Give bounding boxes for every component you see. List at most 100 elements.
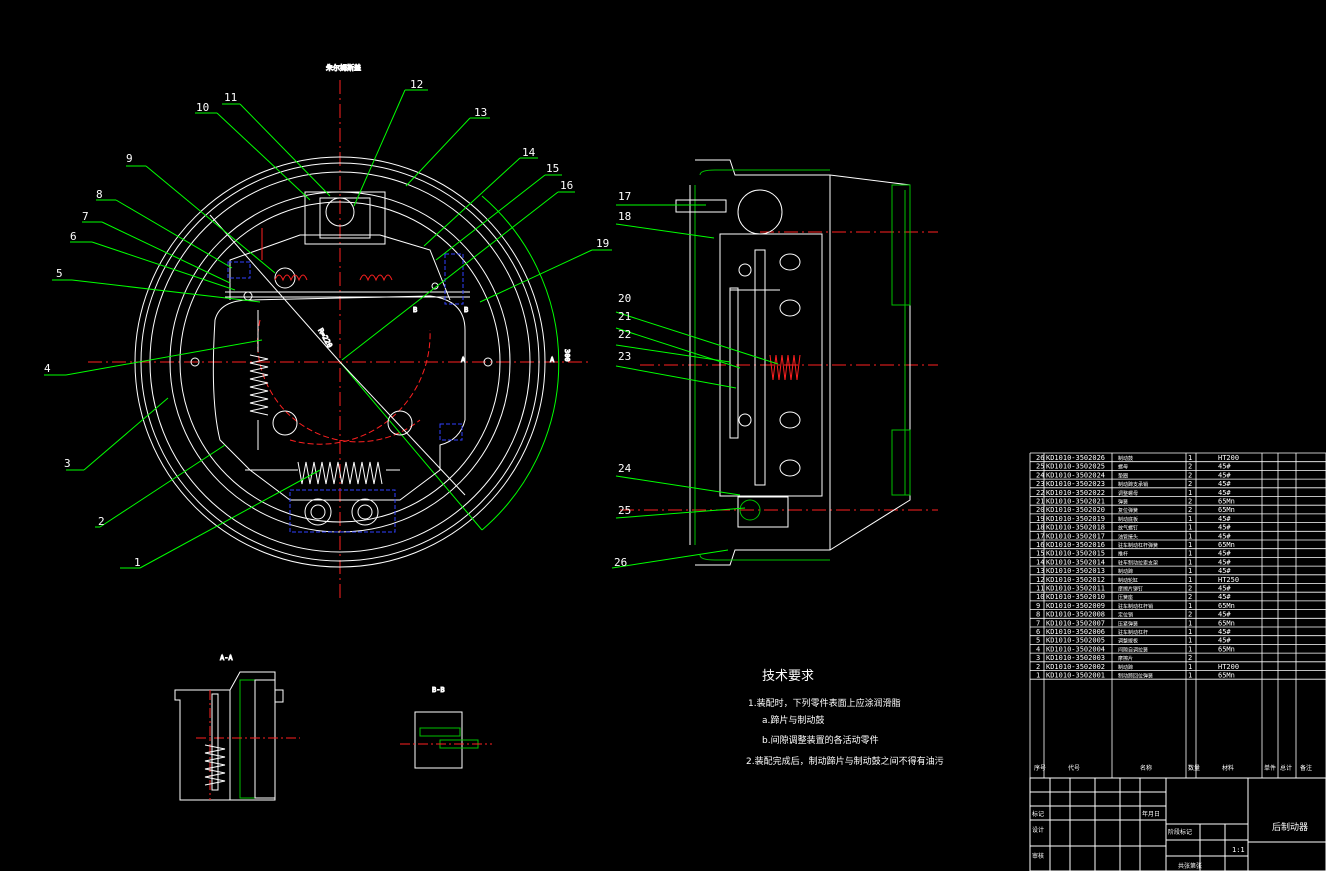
callout-20: 20	[618, 292, 631, 305]
callout-19: 19	[596, 237, 609, 250]
callout-22: 22	[618, 328, 631, 341]
callout-4: 4	[44, 362, 51, 375]
parts-cell: 1	[1188, 489, 1192, 497]
section-bb-title: B-B	[432, 686, 445, 694]
parts-cell: 65Mn	[1218, 645, 1235, 653]
parts-cell: KD1010-3502024	[1046, 471, 1105, 479]
parts-cell: 1	[1188, 524, 1192, 532]
callout-10: 10	[196, 101, 209, 114]
parts-cell: 2	[1188, 585, 1192, 593]
parts-cell: 13	[1036, 567, 1044, 575]
parts-header-cell: 总计	[1280, 764, 1292, 772]
parts-cell: 1	[1188, 550, 1192, 558]
tb-label-9: 阶段标记	[1168, 828, 1192, 836]
parts-cell: 18	[1036, 524, 1044, 532]
callout-8: 8	[96, 188, 103, 201]
callout-12: 12	[410, 78, 423, 91]
tb-label-6: 年月日	[1142, 810, 1160, 818]
parts-cell: 1	[1188, 663, 1192, 671]
callout-26: 26	[614, 556, 627, 569]
section-aa-title: A-A	[220, 654, 233, 662]
parts-cell: 21	[1036, 498, 1044, 506]
side-view-callouts	[611, 204, 779, 569]
callout-17: 17	[618, 190, 631, 203]
parts-cell: 1	[1188, 541, 1192, 549]
parts-cell: 9	[1036, 602, 1040, 610]
parts-cell: 6	[1036, 628, 1040, 636]
callout-1: 1	[134, 556, 141, 569]
parts-cell: 制动蹄回位弹簧	[1118, 673, 1153, 680]
tech-requirements: 技术要求 1.装配时，下列零件表面上应涂润滑脂 a.蹄片与制动鼓 b.间隙调整装…	[746, 669, 944, 767]
title-block-scale: 1:1	[1232, 846, 1245, 854]
callout-15: 15	[546, 162, 559, 175]
parts-cell: 45#	[1218, 567, 1231, 575]
parts-cell: 7	[1036, 619, 1040, 627]
callout-14: 14	[522, 146, 536, 159]
parts-cell: 2	[1188, 471, 1192, 479]
parts-cell: KD1010-3502005	[1046, 637, 1105, 645]
parts-cell: 放气螺钉	[1118, 525, 1138, 532]
parts-cell: 45#	[1218, 480, 1231, 488]
parts-cell: 45#	[1218, 463, 1231, 471]
parts-cell: HT200	[1218, 454, 1239, 462]
parts-cell: KD1010-3502006	[1046, 628, 1105, 636]
parts-cell: 1	[1188, 558, 1192, 566]
parts-cell: 制动蹄支承销	[1118, 481, 1148, 488]
callout-21: 21	[618, 310, 631, 323]
tb-label-7: 设计	[1032, 826, 1044, 834]
parts-header-cell: 材料	[1222, 764, 1234, 772]
parts-cell: 11	[1036, 585, 1044, 593]
parts-cell: 12	[1036, 576, 1044, 584]
parts-cell: KD1010-3502023	[1046, 480, 1105, 488]
parts-cell: 4	[1036, 645, 1040, 653]
parts-cell: 45#	[1218, 585, 1231, 593]
parts-cell: HT200	[1218, 663, 1239, 671]
parts-cell: 2	[1036, 663, 1040, 671]
side-view	[620, 159, 938, 566]
parts-cell: 45#	[1218, 637, 1231, 645]
callout-23: 23	[618, 350, 631, 363]
parts-cell: 20	[1036, 506, 1044, 514]
parts-cell: 45#	[1218, 628, 1231, 636]
parts-cell: 驻车制动杠杆销	[1118, 603, 1153, 610]
parts-cell: 45#	[1218, 611, 1231, 619]
parts-cell: 油管接头	[1118, 533, 1138, 540]
parts-cell: KD1010-3502021	[1046, 498, 1105, 506]
callout-24: 24	[618, 462, 632, 475]
parts-cell: 1	[1188, 645, 1192, 653]
parts-cell: 8	[1036, 611, 1040, 619]
tech-item-2: a.蹄片与制动鼓	[762, 714, 824, 726]
parts-cell: 1	[1188, 532, 1192, 540]
parts-cell: KD1010-3502004	[1046, 645, 1105, 653]
parts-cell: 推杆	[1118, 551, 1128, 558]
parts-cell: 16	[1036, 541, 1044, 549]
tech-heading: 技术要求	[762, 669, 814, 684]
section-mark-b2: B	[464, 306, 468, 314]
parts-cell: 23	[1036, 480, 1044, 488]
parts-cell: 26	[1036, 454, 1044, 462]
parts-cell: KD1010-3502026	[1046, 454, 1105, 462]
parts-cell: 螺母	[1118, 464, 1128, 471]
parts-cell: KD1010-3502010	[1046, 593, 1105, 601]
parts-cell: 24	[1036, 471, 1044, 479]
parts-cell: KD1010-3502018	[1046, 524, 1105, 532]
parts-cell: 65Mn	[1218, 619, 1235, 627]
parts-cell: KD1010-3502009	[1046, 602, 1105, 610]
parts-cell: 65Mn	[1218, 541, 1235, 549]
parts-cell: KD1010-3502025	[1046, 463, 1105, 471]
parts-cell: 弹簧	[1118, 499, 1128, 506]
parts-cell: 制动蹄	[1118, 664, 1133, 671]
parts-cell: 45#	[1218, 550, 1231, 558]
parts-cell: 45#	[1218, 532, 1231, 540]
parts-cell: 调整螺母	[1118, 490, 1138, 497]
parts-header-cell: 序号	[1034, 764, 1046, 772]
parts-cell: KD1010-3502003	[1046, 654, 1105, 662]
callout-5: 5	[56, 267, 63, 280]
tech-item-4: 2.装配完成后，制动蹄片与制动鼓之间不得有油污	[746, 755, 944, 767]
parts-cell: KD1010-3502020	[1046, 506, 1105, 514]
parts-cell: 45#	[1218, 489, 1231, 497]
side-view-callout-labels: 17 18 20 21 22 23 24 25 26	[614, 190, 632, 569]
parts-cell: 3	[1036, 654, 1040, 662]
